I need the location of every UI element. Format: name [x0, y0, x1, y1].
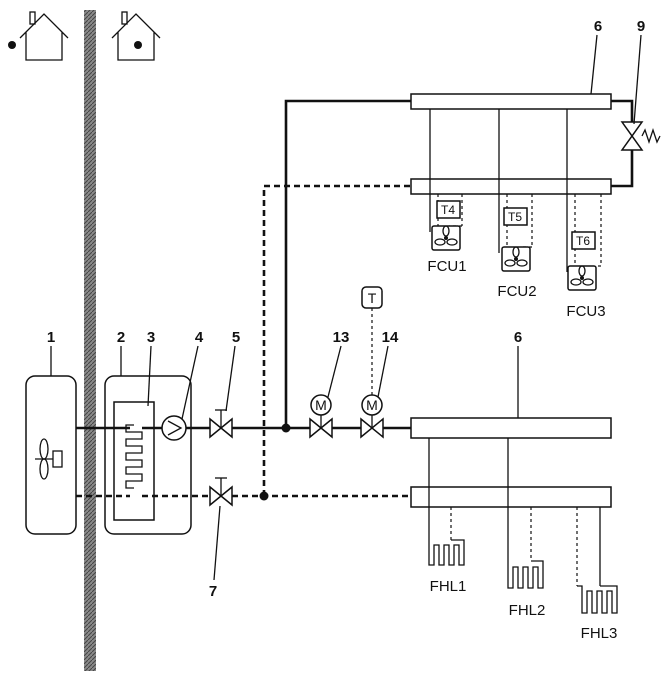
floor-loop-2-coil-icon — [507, 560, 544, 589]
indoor-house-icon — [111, 11, 161, 61]
fcu1-sensor — [436, 200, 461, 219]
fcu-branch-3 — [566, 109, 602, 291]
shutoff-valve-supply-icon — [209, 409, 233, 439]
fcu3-sensor-label: T6 — [576, 234, 590, 248]
plate-heat-exchanger — [113, 401, 155, 521]
callout-1: 1 — [47, 329, 55, 346]
fcu1-sensor-label: T4 — [441, 203, 455, 217]
heat-exchanger-coil-icon — [125, 424, 143, 489]
motorized-valve-13-icon — [309, 394, 333, 439]
fcu2-sensor — [503, 207, 528, 226]
room-thermostat — [361, 286, 383, 309]
supply-pipe-to-fcu — [284, 99, 411, 428]
building-wall — [84, 10, 96, 671]
fcu-branch-1 — [429, 109, 463, 251]
fcu2-label: FCU2 — [497, 283, 536, 300]
callout-5: 5 — [232, 329, 240, 346]
callout-6-bottom: 6 — [514, 329, 522, 346]
floor-loop-1-coil-icon — [428, 539, 465, 566]
fcu-return-manifold — [410, 178, 612, 195]
fhl3-label: FHL3 — [581, 625, 618, 642]
return-pipe-from-fcu — [262, 184, 411, 496]
callout-6-top: 6 — [594, 18, 602, 35]
bypass-valve-icon — [620, 121, 661, 151]
fcu3-sensor — [571, 231, 596, 250]
fhl1-label: FHL1 — [430, 578, 467, 595]
fcu2-sensor-label: T5 — [508, 210, 522, 224]
callout-13: 13 — [333, 329, 350, 346]
outdoor-unit — [25, 375, 77, 535]
fcu-supply-manifold — [410, 93, 612, 110]
thermostat-label: T — [368, 290, 377, 306]
motor-label-13: M — [315, 397, 327, 413]
fhl-supply-manifold — [410, 417, 612, 439]
fhl2-label: FHL2 — [509, 602, 546, 619]
floor-loop-2 — [507, 438, 544, 589]
callout-2: 2 — [117, 329, 125, 346]
shutoff-valve-return-icon — [209, 477, 233, 507]
callout-4: 4 — [195, 329, 204, 346]
motorized-valve-14-icon — [360, 394, 384, 439]
callout-14: 14 — [382, 329, 399, 346]
callout-7: 7 — [209, 583, 217, 600]
motor-label-14: M — [366, 397, 378, 413]
callout-9: 9 — [637, 18, 645, 35]
floor-loop-3-coil-icon — [577, 585, 618, 614]
outdoor-house-icon — [8, 11, 69, 61]
fcu3-label: FCU3 — [566, 303, 605, 320]
leader-lines — [50, 34, 642, 581]
circulation-pump-icon — [161, 415, 187, 441]
floor-loop-1 — [428, 438, 465, 566]
fhl-return-manifold — [410, 486, 612, 508]
floor-loop-3 — [576, 507, 618, 614]
callout-3: 3 — [147, 329, 155, 346]
fcu1-label: FCU1 — [427, 258, 466, 275]
outdoor-fan-icon — [35, 438, 63, 480]
fcu-branch-2 — [498, 109, 533, 272]
